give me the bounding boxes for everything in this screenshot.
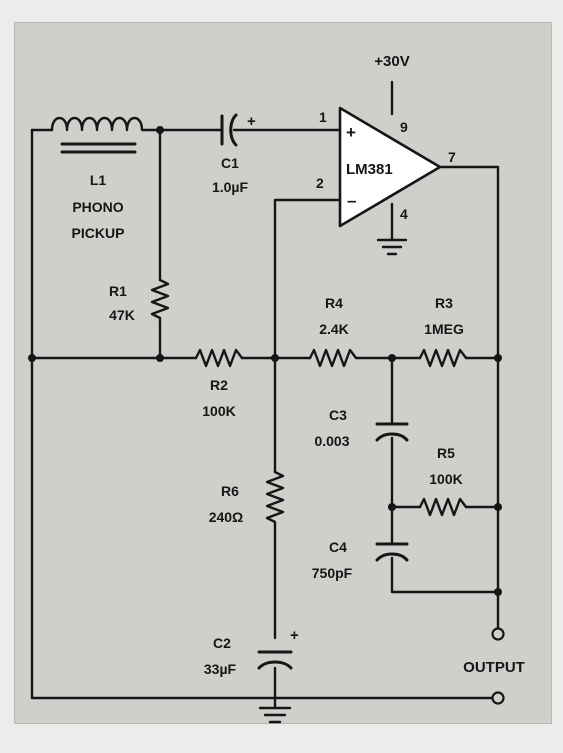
c4-ref-label: C4: [329, 539, 347, 555]
r1-value-label: 47K: [109, 307, 135, 323]
opamp-ground-symbol: [376, 238, 408, 256]
r4-value-label: 2.4K: [319, 321, 349, 337]
c3-value-label: 0.003: [314, 433, 349, 449]
r3-ref-label: R3: [435, 295, 453, 311]
opamp-minus-feedback-wire: [273, 198, 342, 474]
l1-line2-label: PICKUP: [72, 225, 125, 241]
l1-inductor: [50, 116, 147, 154]
pin-7-label: 7: [448, 149, 456, 165]
pin-9-label: 9: [400, 119, 408, 135]
c3-ref-label: C3: [329, 407, 347, 423]
output-terminal-bottom[interactable]: [491, 691, 505, 705]
c3-capacitor: [375, 422, 409, 442]
opamp-plus-sign: +: [346, 123, 356, 142]
output-label: OUTPUT: [463, 659, 525, 676]
pin-1-label: 1: [319, 109, 327, 125]
r5-ref-label: R5: [437, 445, 455, 461]
supply-voltage-label: +30V: [374, 53, 409, 70]
l1-ref-label: L1: [90, 172, 107, 188]
wires: [30, 80, 500, 710]
c2-ground-symbol: [258, 706, 292, 724]
c2-value-label: 33µF: [204, 661, 237, 677]
c2-ref-label: C2: [213, 635, 231, 651]
c4-value-label: 750pF: [312, 565, 353, 581]
schematic-frame: [14, 22, 552, 724]
lm381-opamp: [338, 106, 442, 228]
c1-value-label: 1.0µF: [212, 179, 249, 195]
r4-ref-label: R4: [325, 295, 343, 311]
r3-resistor: [418, 348, 470, 368]
c1-capacitor: [220, 113, 238, 147]
pin-2-label: 2: [316, 175, 324, 191]
r2-ref-label: R2: [210, 377, 228, 393]
r4-resistor: [308, 348, 360, 368]
opamp-minus-sign: –: [347, 191, 356, 210]
c1-ref-label: C1: [221, 155, 239, 171]
junction-dots: [28, 126, 502, 596]
r5-value-label: 100K: [429, 471, 462, 487]
r6-ref-label: R6: [221, 483, 239, 499]
r6-resistor: [265, 470, 285, 526]
r3-value-label: 1MEG: [424, 321, 464, 337]
r1-resistor: [150, 278, 170, 324]
r2-value-label: 100K: [202, 403, 235, 419]
l1-line1-label: PHONO: [72, 199, 123, 215]
c4-bottom-wire: [390, 556, 500, 594]
r6-value-label: 240Ω: [209, 509, 244, 525]
r2-resistor: [194, 348, 244, 368]
c2-capacitor: [257, 650, 293, 670]
output-rail-wire: [438, 165, 500, 636]
output-terminal-top[interactable]: [491, 627, 505, 641]
pin-4-label: 4: [400, 206, 408, 222]
c2-polarity-label: +: [290, 627, 299, 644]
c1-polarity-label: +: [247, 113, 256, 130]
c4-capacitor: [375, 542, 409, 562]
r5-resistor: [418, 497, 470, 517]
opamp-name-label: LM381: [346, 161, 393, 178]
r1-ref-label: R1: [109, 283, 127, 299]
